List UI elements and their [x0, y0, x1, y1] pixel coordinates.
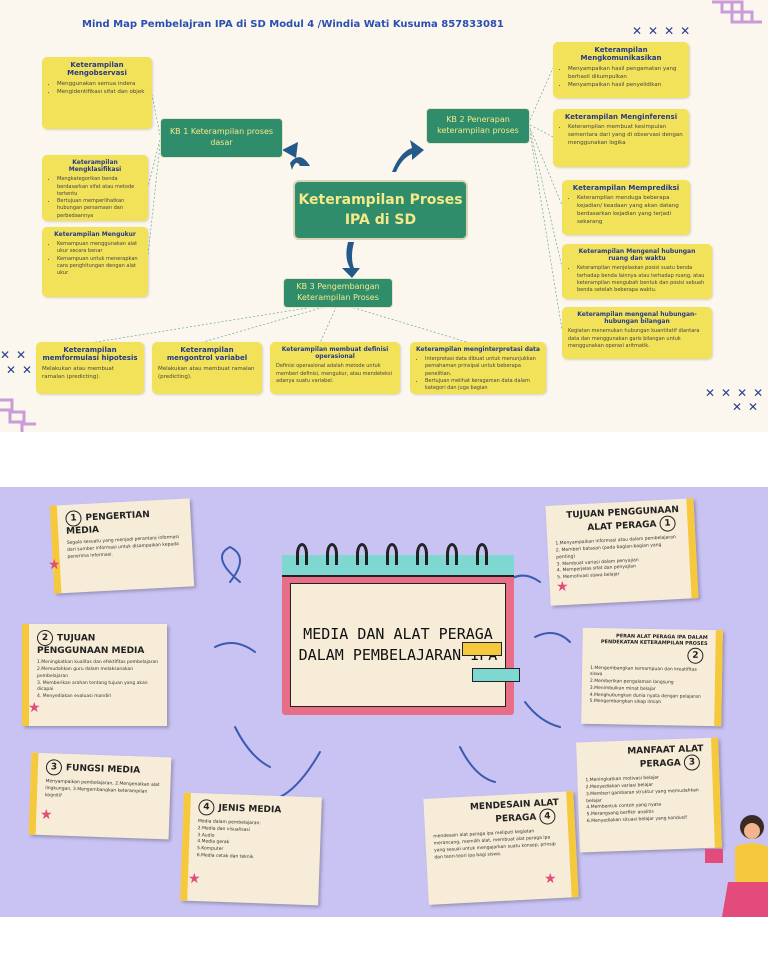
calendar-ring — [356, 543, 368, 565]
box-definisi-operasional: Keterampilan membuat definisi operasiona… — [270, 342, 400, 394]
decor-cross-marks: ✕✕ — [0, 348, 33, 362]
teacher-illustration — [705, 815, 768, 917]
box-item: Mengkategorikan benda berdasarkan sifat … — [57, 176, 142, 198]
calendar-ring — [326, 543, 338, 565]
box-ruang-waktu: Keterampilan Mengenal hubungan ruang dan… — [562, 244, 712, 299]
box-variabel: Keterampilan mengontrol variabel Melakuk… — [152, 342, 262, 394]
decor-stripes — [0, 0, 762, 432]
decor-cross-marks: ✕✕✕✕ — [705, 386, 768, 400]
central-calendar: MEDIA DAN ALAT PERAGA DALAM PEMBELAJARAN… — [282, 543, 514, 715]
calendar-ring — [446, 543, 458, 565]
box-item: Menyampaikan hasil penyelidikan — [568, 82, 683, 90]
box-title: Keterampilan menginterpretasi data — [416, 346, 540, 353]
kb1-node: KB 1 Keterampilan proses dasar — [160, 118, 283, 158]
card-text: 1.Meningkatkan kualitas dan efektifitas … — [37, 660, 159, 700]
box-item: Kemampuan untuk menerapkan cara penghitu… — [57, 256, 142, 278]
decor-cross-marks: ✕✕ — [6, 363, 39, 377]
box-item: Menggunakan semua indera — [57, 81, 146, 89]
star-icon: ★ — [544, 871, 557, 887]
box-title: Keterampilan membuat definisi operasiona… — [281, 346, 389, 361]
calendar-ring — [296, 543, 308, 565]
box-hubungan-bilangan: Keterampilan mengenal hubungan-hubungan … — [562, 307, 712, 359]
box-text: Kegiatan menemukan hubungan kuantitatif … — [568, 328, 700, 349]
box-title: Keterampilan Mengklasifikasi — [68, 159, 122, 174]
calendar-ring — [416, 543, 428, 565]
decor-cross-marks: ✕✕✕✕ — [632, 24, 697, 38]
box-item: Menyampaikan hasil pengamatan yang berha… — [568, 66, 683, 82]
kb3-node: KB 3 Pengembangan Keterampilan Proses — [283, 278, 393, 308]
box-title: Keterampilan Mengenal hubungan ruang dan… — [578, 248, 696, 263]
box-text: Melakukan atau membuat ramalan (predicti… — [42, 365, 114, 380]
star-icon: ★ — [48, 557, 61, 573]
box-text: Definisi operasional adalah metode untuk… — [276, 363, 392, 384]
calendar-ring — [386, 543, 398, 565]
box-title: Keterampilan memformulasi hipotesis — [42, 346, 138, 363]
box-hipotesis: Keterampilan memformulasi hipotesis Mela… — [36, 342, 144, 394]
box-title: Keterampilan Memprediksi — [572, 184, 680, 192]
mind-map-keterampilan-proses: Mind Map Pembelajran IPA di SD Modul 4 /… — [0, 0, 768, 432]
box-item: Keterampilan menduga beberapa kejadian/ … — [577, 195, 684, 227]
calendar-ring — [476, 543, 488, 565]
box-item: Mengidentifikasi sifat dan objek — [57, 89, 146, 97]
box-title: Keterampilan Menginferensi — [564, 113, 678, 121]
box-item: Kemampuan menggunakan alat ukur secara b… — [57, 241, 142, 256]
box-item: Bertujuan memperlihatkan hubungan persam… — [57, 198, 142, 220]
box-mengkomunikasikan: Keterampilan Mengkomunikasikan Menyampai… — [553, 42, 689, 98]
box-title: Keterampilan mengontrol variabel — [166, 346, 248, 363]
box-item: Keterampilan membuat kesimpulan sementar… — [568, 124, 683, 148]
box-interpretasi-data: Keterampilan menginterpretasi data Inter… — [410, 342, 546, 394]
star-icon: ★ — [556, 579, 569, 595]
box-mengukur: Keterampilan Mengukur Kemampuan mengguna… — [42, 227, 148, 297]
connector-lines — [89, 67, 563, 344]
star-icon: ★ — [28, 700, 41, 716]
decor-cross-marks: ✕✕ — [732, 400, 765, 414]
star-icon: ★ — [188, 871, 201, 887]
curly-arrows — [214, 545, 571, 798]
box-title: Keterampilan Mengukur — [54, 231, 136, 238]
card-title: TUJUAN PENGGUNAAN MEDIA — [37, 633, 145, 657]
box-item: Keterampilan menjelaskan posisi suatu be… — [577, 265, 706, 294]
box-mengklasifikasi: Keterampilan Mengklasifikasi Mengkategor… — [42, 155, 148, 221]
box-menginferensi: Keterampilan Menginferensi Keterampilan … — [553, 109, 689, 167]
star-icon: ★ — [40, 807, 53, 823]
box-title: Keterampilan Mengkomunikasikan — [580, 46, 662, 63]
box-mengobservasi: Keterampilan Mengobservasi Menggunakan s… — [42, 57, 152, 129]
box-title: Keterampilan Mengobservasi — [67, 61, 127, 78]
central-topic: Keterampilan Proses IPA di SD — [293, 180, 468, 240]
box-memprediksi: Keterampilan Memprediksi Keterampilan me… — [562, 180, 690, 235]
box-item: Interpretasi data dibuat untuk menunjukk… — [425, 356, 540, 378]
mind-map-title: Mind Map Pembelajran IPA di SD Modul 4 /… — [82, 19, 504, 30]
kb2-node: KB 2 Penerapan keterampilan proses — [426, 108, 530, 144]
box-title: Keterampilan mengenal hubungan-hubungan … — [577, 311, 697, 326]
box-text: Melakukan atau membuat ramalan (predicti… — [158, 365, 255, 380]
flag-decoration — [472, 668, 520, 682]
flag-decoration — [462, 642, 502, 656]
box-item: Bertujuan melihat keragaman data dalam k… — [425, 378, 540, 393]
